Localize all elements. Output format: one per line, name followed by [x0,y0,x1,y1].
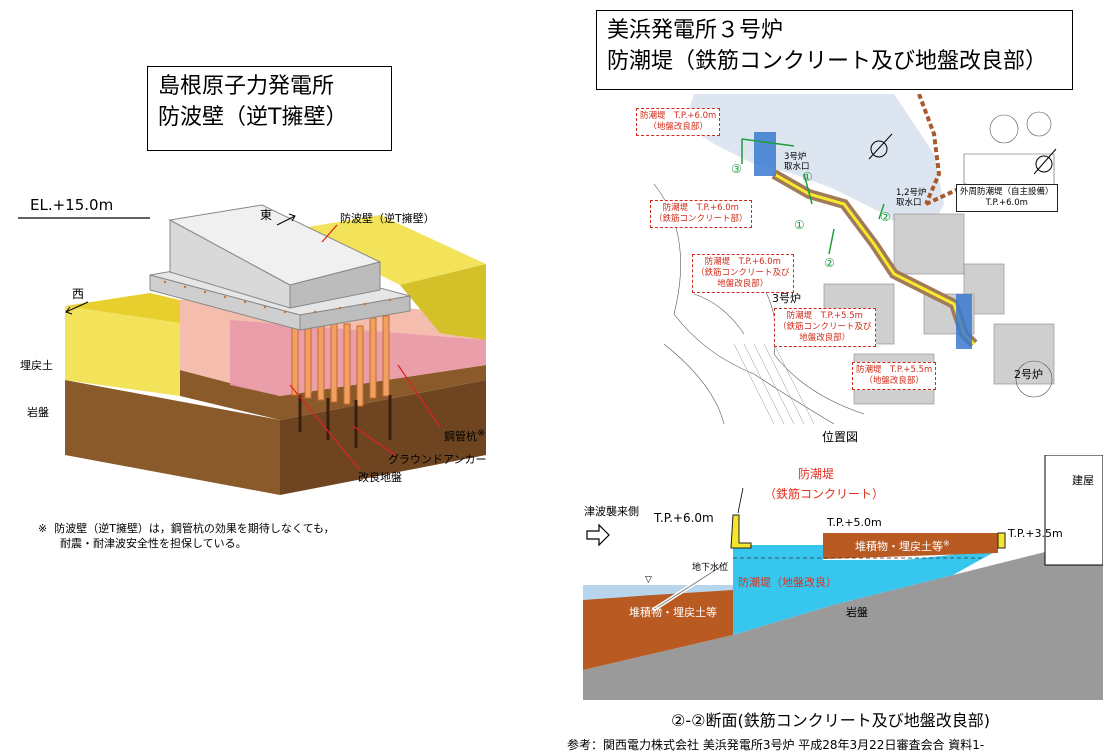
marker-2-lower: ② [824,256,835,270]
marker-2-upper: ② [880,210,891,224]
cross-section-diagram: ▽ [583,455,1103,700]
east-label: 東 [260,208,273,222]
map-tag-improved-55: 防潮堤 T.P.+5.5m（地盤改良部） [852,362,937,390]
map-label-unit2: 2号炉 [1014,368,1043,381]
rock-layer-side [280,380,486,495]
shimane-title-box: 島根原子力発電所 防波壁（逆T擁壁） [147,66,392,151]
mihama-title-box: 美浜発電所３号炉 防潮堤（鉄筋コンクリート及び地盤改良部） [596,10,1073,90]
fill-soil-label: 埋戻土 [20,359,53,372]
rock-label: 岩盤 [27,406,49,419]
map-tag-rc-improved-55: 防潮堤 T.P.+5.5m（鉄筋コンクリート及び地盤改良部） [774,308,876,347]
section-wall-title-1: 防潮堤 [798,467,835,481]
fill-soil-front-top [65,293,180,323]
map-tag-ground-improved-60: 防潮堤 T.P.+6.0m（地盤改良部） [636,108,721,136]
map-tag-outer-wall: 外周防潮堤（自主設備）T.P.+6.0m [956,184,1058,212]
section-rock-label: 岩盤 [846,606,868,619]
rock-layer-front [65,380,280,495]
section-rock [583,545,1103,700]
wall-label: 防波壁（逆T擁壁） [340,212,435,225]
location-map-caption: 位置図 [822,430,859,444]
map-label-unit3: 3号炉 [772,292,801,305]
tsunami-wall-3d-diagram [18,204,486,495]
section-improved [733,545,998,635]
wall-side [289,261,381,309]
section-building-label: 建屋 [1072,474,1094,487]
improved-ground-label: 改良地盤 [358,471,402,484]
ground-anchors [298,395,392,448]
map-label-unit3-intake: 3号炉取水口 [784,152,810,172]
shimane-title-line2: 防波壁（逆T擁壁） [158,105,348,130]
section-improved-label: 防潮堤（地盤改良） [738,576,837,589]
mihama-title-line2: 防潮堤（鉄筋コンクリート及び地盤改良部） [607,49,1048,74]
fill-soil-back-side [400,264,486,340]
marker-3-upper: ③ [731,162,742,176]
slab-anchor-dots [163,280,392,314]
section-sediment-mark: ※ [943,539,950,548]
section-sediment-right-label: 堆積物・埋戻土等※ [855,539,950,553]
section-sediment-left [583,590,733,670]
section-sediment-right [823,533,998,559]
steel-pile-label: 鋼管杭※ [444,428,486,443]
left-footnote: ※ 防波壁（逆T擁壁）は，鋼管杭の効果を期待しなくても， 耐震・耐津波安全性を担… [38,521,335,551]
svg-text:▽: ▽ [645,575,652,585]
west-arrow [65,301,89,313]
reference-note: 参考：関西電力株式会社 美浜発電所3号炉 平成28年3月22日審査会合 資料1- [567,738,985,752]
footing-slab-side [299,295,411,331]
section-sediment-left-label: 堆積物・埋戻土等 [629,606,717,619]
mihama-title-line1: 美浜発電所３号炉 [607,18,784,43]
el-label: EL.+15.0m [30,196,114,214]
east-arrow-head [288,213,296,222]
footnote-mark: ※ [38,522,48,535]
fill-soil-front [65,306,180,396]
fill-soil-back-top [290,215,486,285]
section-tp35: T.P.+3.5m [1008,527,1063,540]
footnote-line2: 耐震・耐津波安全性を担保している。 [60,537,247,550]
tsunami-arrow [586,523,610,547]
section-groundwater-label: 地下水位 [692,563,729,573]
east-arrow [276,215,296,226]
map-tag-rc-improved-60: 防潮堤 T.P.+6.0m（鉄筋コンクリート及び地盤改良部） [692,254,794,293]
ground-anchor-label: グラウンドアンカー [388,453,487,466]
north-arrow [868,133,1057,175]
footnote-line1: 防波壁（逆T擁壁）は，鋼管杭の効果を期待しなくても， [54,522,335,535]
label-leaders [289,224,441,471]
map-tag-rc-60: 防潮堤 T.P.+6.0m（鉄筋コンクリート部） [650,200,752,228]
marker-1-upper: ① [802,170,813,184]
section-rc-wall [730,514,752,549]
location-map: 防潮堤 T.P.+6.0m（地盤改良部） 防潮堤 T.P.+6.0m（鉄筋コンク… [634,94,1074,424]
steel-pile-mark: ※ [477,428,486,439]
marker-1-lower: ① [794,218,805,232]
section-caption: ②-②断面(鉄筋コンクリート及び地盤改良部) [671,711,990,730]
section-building [1044,455,1103,566]
map-label-unit12-intake: 1,2号炉取水口 [896,188,927,208]
section-tp50: T.P.+5.0m [827,516,882,529]
section-tsunami-side: 津波襲来側 [584,505,639,518]
section-tp60: T.P.+6.0m [654,511,714,525]
shimane-title-line1: 島根原子力発電所 [158,74,335,99]
west-label: 西 [72,287,85,301]
west-arrow-head [65,306,73,315]
section-wall-title-2: （鉄筋コンクリート） [764,487,885,501]
